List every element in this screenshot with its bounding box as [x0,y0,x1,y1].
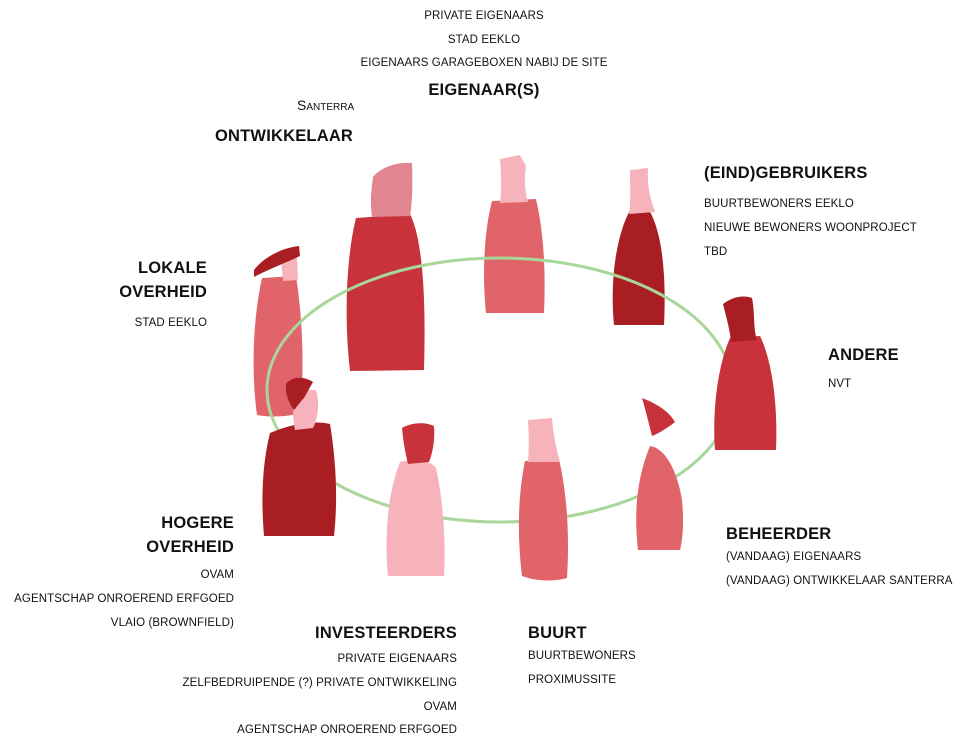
figure-head [370,162,413,217]
buurt-item: PROXIMUSSITE [528,674,617,686]
figure-eigenaar [484,155,545,313]
figure-hair [285,377,313,410]
figure-buurt [518,418,569,581]
figure-gebruiker [612,168,665,325]
andere-heading: ANDERE [828,346,899,364]
hogere-overheid-item: VLAIO (BROWNFIELD) [110,617,234,629]
eigenaars-heading: EIGENAAR(S) [428,81,540,99]
figure-hogere-overheid [262,377,337,536]
figure-head [528,418,560,462]
figure-ontwikkelaar [346,162,425,371]
figure-body [612,210,665,325]
hogere-overheid-heading-line1: HOGERE [161,514,234,532]
figure-body [386,460,445,576]
figure-investeerder [386,423,445,576]
figure-body [636,446,684,550]
figure-hat [254,246,300,277]
eigenaars-item: PRIVATE EIGENAARS [424,10,544,22]
figure-body [518,459,569,581]
investeerders-item: ZELFBEDRUIPENDE (?) PRIVATE ONTWIKKELING [182,677,457,689]
investeerders-item: AGENTSCHAP ONROEREND ERFGOED [237,724,457,736]
andere-item: NVT [828,378,852,390]
beheerder-item: (VANDAAG) ONTWIKKELAAR SANTERRA [726,575,953,587]
lokale-overheid-heading-line1: LOKALE [137,259,207,277]
beheerder-item: (VANDAAG) EIGENAARS [726,551,862,563]
investeerders-heading: INVESTEERDERS [315,624,457,642]
gebruikers-item: BUURTBEWONERS EEKLO [704,198,854,210]
figure-beheerder [636,398,684,550]
ontwikkelaar-heading: ONTWIKKELAAR [215,127,354,145]
figure-head [500,155,528,203]
figure-body [714,336,777,450]
lokale-overheid-heading-line2: OVERHEID [119,283,207,301]
lokale-overheid-item: STAD EEKLO [134,317,207,329]
hogere-overheid-item: AGENTSCHAP ONROEREND ERFGOED [14,593,234,605]
investeerders-item: OVAM [423,701,457,713]
figure-head [402,423,435,464]
figure-body [262,422,337,536]
gebruikers-heading: (EIND)GEBRUIKERS [704,164,868,182]
eigenaars-item: STAD EEKLO [447,34,521,46]
figure-head [629,168,655,214]
investeerders-item: PRIVATE EIGENAARS [337,653,457,665]
beheerder-heading: BEHEERDER [726,525,832,543]
figure-body [484,199,545,313]
gebruikers-item: TBD [704,246,728,258]
figure-head [642,398,675,436]
hogere-overheid-heading-line2: OVERHEID [146,538,234,556]
gebruikers-item: NIEUWE BEWONERS WOONPROJECT [704,222,917,234]
buurt-item: BUURTBEWONERS [528,650,636,662]
figure-andere [714,296,777,450]
buurt-heading: BUURT [528,624,587,642]
figure-head [723,296,757,342]
ontwikkelaar-item: Santerra [297,97,355,113]
figure-body [346,214,425,371]
eigenaars-item: EIGENAARS GARAGEBOXEN NABIJ DE SITE [360,57,608,69]
hogere-overheid-item: OVAM [200,569,234,581]
